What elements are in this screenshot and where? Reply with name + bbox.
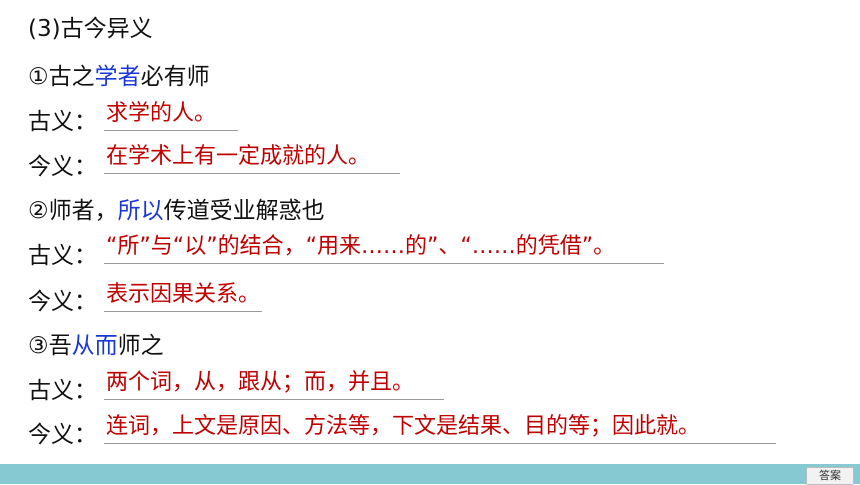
ancient-meaning-2-text: “所”与“以”的结合，“用来……的”、“……的凭借”。 xyxy=(106,234,616,259)
ancient-label-1: 古义： xyxy=(28,109,97,135)
ancient-meaning-2: “所”与“以”的结合，“用来……的”、“……的凭借”。 xyxy=(104,233,664,264)
modern-meaning-2-text: 表示因果关系。 xyxy=(106,282,261,307)
modern-label-2: 今义： xyxy=(28,289,97,315)
section-title: (3)古今异义 xyxy=(28,16,153,42)
ancient-meaning-3-text: 两个词，从，跟从；而，并且。 xyxy=(106,370,415,395)
sentence-2-pre: ②师者， xyxy=(28,198,118,224)
modern-meaning-1-text: 在学术上有一定成就的人。 xyxy=(106,144,371,169)
sentence-3: ③吾从而师之 xyxy=(28,331,164,361)
sentence-3-keyword: 从而 xyxy=(71,333,118,359)
sentence-1: ①古之学者必有师 xyxy=(28,62,210,92)
modern-meaning-3: 连词，上文是原因、方法等，下文是结果、目的等；因此就。 xyxy=(104,413,776,444)
sentence-2: ②师者，所以传道受业解惑也 xyxy=(28,196,325,226)
ancient-label-3: 古义： xyxy=(28,378,97,404)
ancient-meaning-1-text: 求学的人。 xyxy=(106,101,217,126)
sentence-1-post: 必有师 xyxy=(140,64,210,90)
bottom-bar xyxy=(0,464,860,484)
sentence-2-keyword: 所以 xyxy=(117,198,164,224)
modern-label-3: 今义： xyxy=(28,422,97,448)
modern-meaning-3-text: 连词，上文是原因、方法等，下文是结果、目的等；因此就。 xyxy=(106,414,701,439)
sentence-2-post: 传道受业解惑也 xyxy=(163,198,325,224)
modern-label-1: 今义： xyxy=(28,154,97,180)
ancient-meaning-3: 两个词，从，跟从；而，并且。 xyxy=(104,369,444,400)
sentence-3-post: 师之 xyxy=(117,333,164,359)
modern-meaning-2: 表示因果关系。 xyxy=(104,281,262,312)
ancient-meaning-1: 求学的人。 xyxy=(104,100,238,131)
sentence-3-pre: ③吾 xyxy=(28,333,72,359)
sentence-1-pre: ①古之 xyxy=(28,64,95,90)
modern-meaning-1: 在学术上有一定成就的人。 xyxy=(104,143,400,174)
ancient-label-2: 古义： xyxy=(28,243,97,269)
answer-button[interactable]: 答案 xyxy=(806,467,854,485)
sentence-1-keyword: 学者 xyxy=(94,64,141,90)
